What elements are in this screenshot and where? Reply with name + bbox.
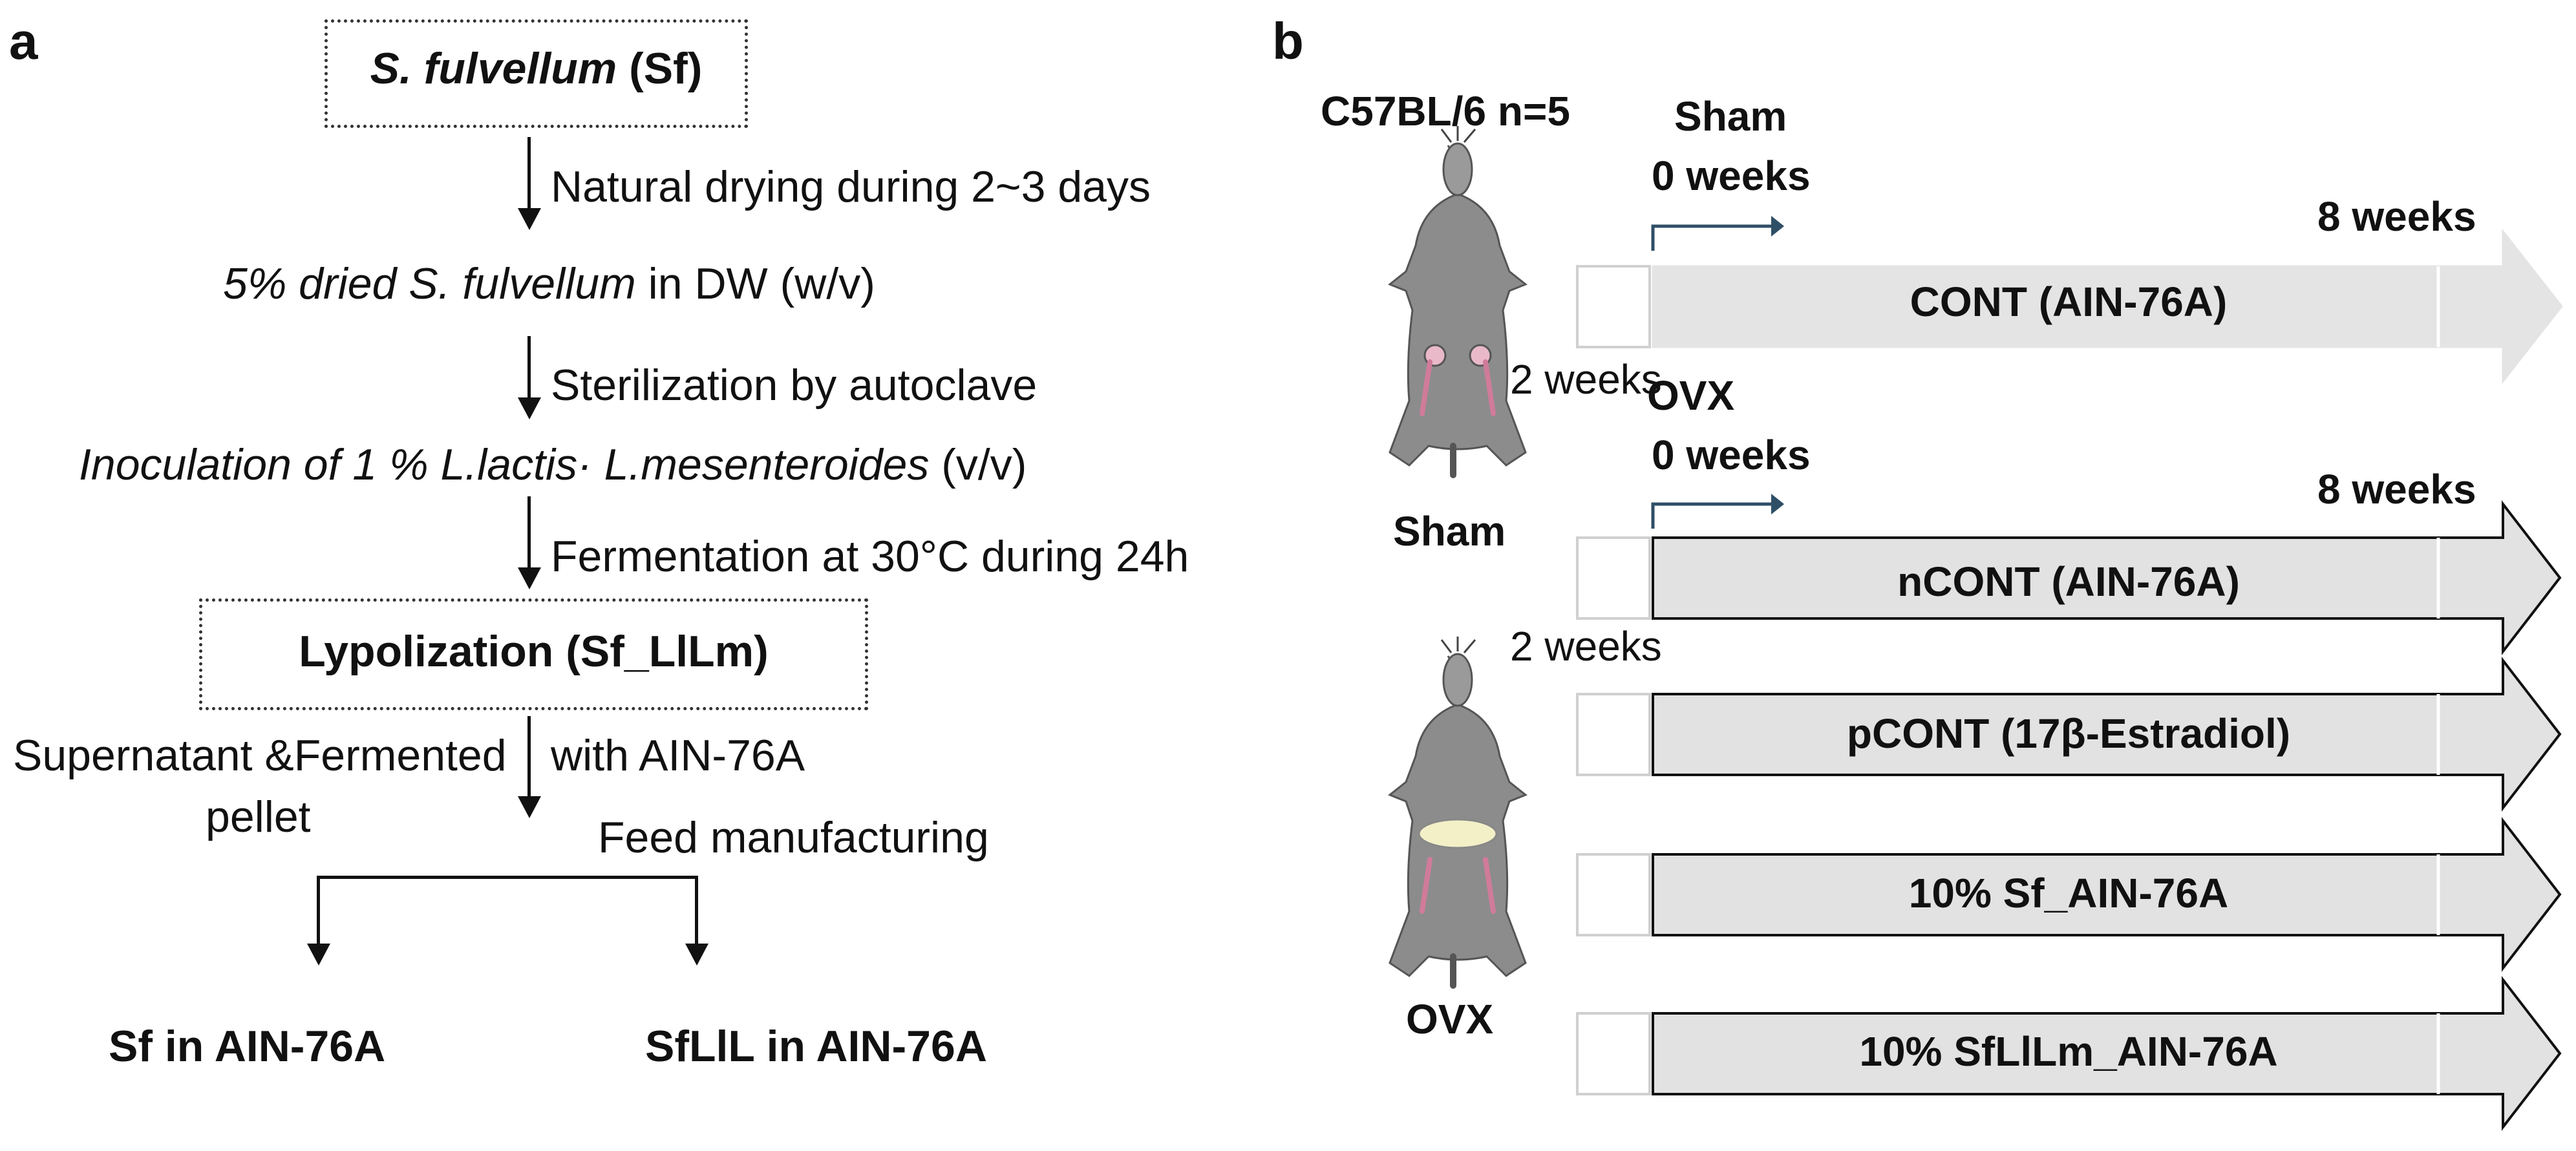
source-abbrev: (Sf)	[617, 44, 703, 93]
product-dried: 5% dried S. fulvellum in DW (w/v)	[223, 259, 875, 308]
diet-arrow-sflilm	[1652, 976, 2562, 1131]
arrow-down-icon	[518, 796, 541, 818]
lyophilization-label: Lypolization (Sf_LlLm)	[299, 627, 769, 676]
arrow-down-icon	[518, 208, 541, 230]
panel-b-label: b	[1272, 12, 1304, 70]
diet-arrow-sf	[1652, 817, 2562, 972]
arrow-down-icon	[307, 944, 330, 966]
feed-manufacturing: Feed manufacturing	[598, 813, 989, 862]
sham-header: Sham	[1674, 93, 1787, 140]
ovx-zero-weeks: 0 weeks	[1652, 432, 1811, 478]
side-note-left-1: Supernatant &Fermented	[13, 731, 507, 780]
arrow-label-sf-top: 10% Sf_AIN-76A	[1908, 870, 2229, 916]
start-arrow-icon	[1651, 494, 1784, 529]
flow-arrow-4	[527, 716, 531, 800]
diet-arrow-ncont	[1652, 500, 2562, 655]
flow-arrow-1	[527, 137, 531, 211]
side-note-left-2: pellet	[206, 792, 311, 841]
arrow-label-sflilm-top: 10% SfLlLm_AIN-76A	[1859, 1028, 2278, 1075]
lead-in-box	[1576, 693, 1651, 776]
flow-arrow-2	[527, 336, 531, 401]
step-drying: Natural drying during 2~3 days	[551, 162, 1151, 211]
lyophilization-box	[199, 598, 868, 710]
strain-label: C57BL/6 n=5	[1321, 88, 1570, 134]
panel-a-label: a	[9, 12, 38, 70]
ovx-eight-weeks: 8 weeks	[2317, 466, 2476, 512]
sham-mouse-label: Sham	[1393, 508, 1506, 554]
mouse-icon	[1388, 126, 1528, 478]
arrow-label-cont-top: CONT (AIN-76A)	[1910, 279, 2228, 325]
step-fermentation: Fermentation at 30°C during 24h	[551, 532, 1189, 581]
sham-eight-weeks: 8 weeks	[2317, 193, 2476, 240]
split-right-line	[695, 876, 698, 947]
source-box	[325, 19, 748, 128]
lead-in-box	[1576, 265, 1651, 348]
arrow-down-icon	[518, 567, 541, 589]
arrow-label-pcont-top: pCONT (17β-Estradiol)	[1846, 710, 2291, 757]
product-inoculation: Inoculation of 1 % L.lactis· L.mesentero…	[79, 440, 1027, 489]
output-sf: Sf in AIN-76A	[109, 1022, 386, 1071]
lead-in-box	[1576, 853, 1651, 936]
ovx-header: OVX	[1647, 372, 1735, 419]
two-weeks-label-ovx: 2 weeks	[1510, 623, 1662, 670]
lead-in-box	[1576, 536, 1651, 620]
split-left-line	[317, 876, 320, 947]
diet-arrow-cont	[1652, 228, 2563, 385]
arrow-label-ncont-top: nCONT (AIN-76A)	[1897, 558, 2240, 605]
mouse-icon	[1388, 637, 1528, 989]
step-sterilization: Sterilization by autoclave	[551, 361, 1038, 410]
arrow-down-icon	[518, 397, 541, 419]
source-species: S. fulvellum	[370, 44, 617, 93]
split-bracket	[317, 876, 698, 879]
flow-arrow-3	[527, 496, 531, 571]
side-note-right: with AIN-76A	[551, 731, 805, 780]
ovx-mouse-label: OVX	[1406, 996, 1494, 1042]
sham-zero-weeks: 0 weeks	[1652, 153, 1811, 199]
two-weeks-label-sham: 2 weeks	[1510, 356, 1662, 403]
arrow-down-icon	[685, 944, 708, 966]
source-label: S. fulvellum (Sf)	[325, 47, 748, 90]
diet-arrow-pcont	[1652, 657, 2562, 812]
start-arrow-icon	[1651, 216, 1784, 251]
output-sflil: SfLlL in AIN-76A	[645, 1022, 987, 1071]
lead-in-box	[1576, 1012, 1651, 1095]
